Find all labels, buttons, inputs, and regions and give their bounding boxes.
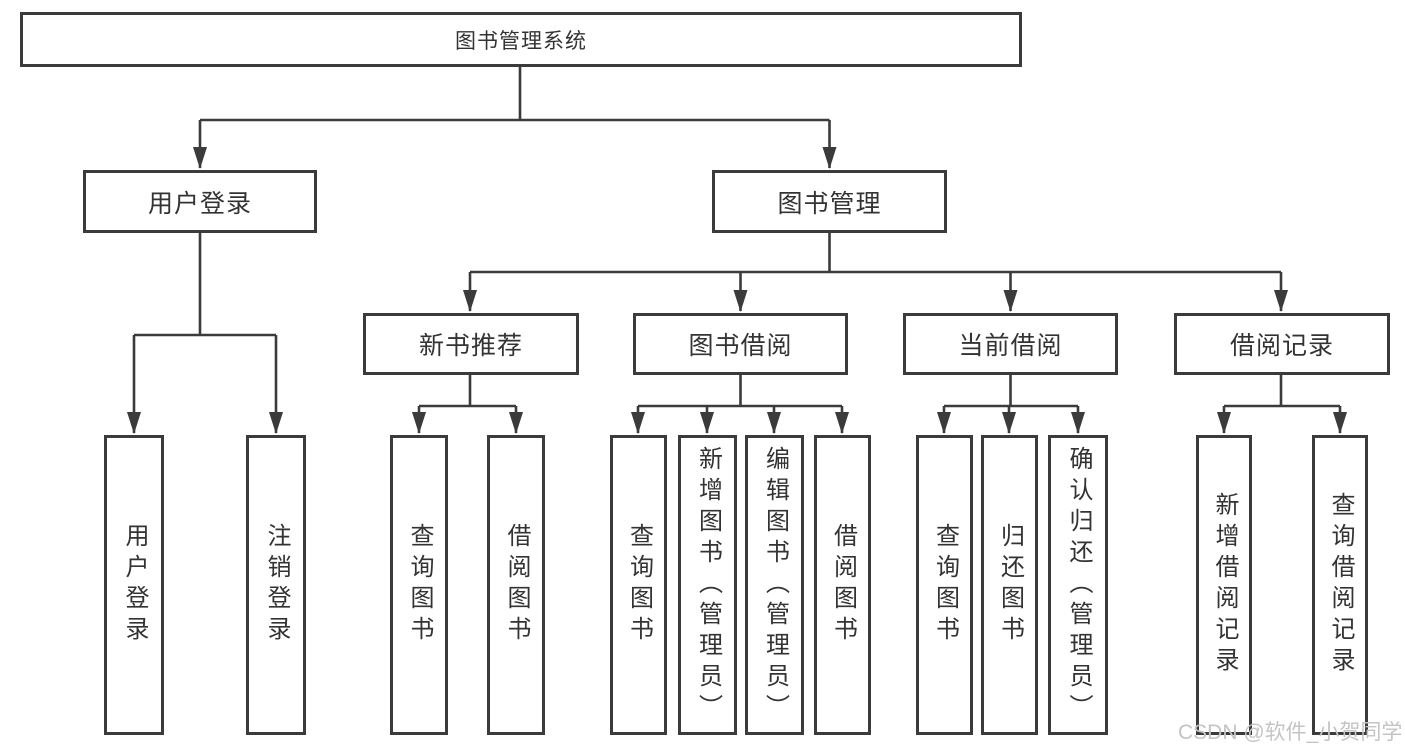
leaf-edit-book-admin: 编辑图书（管理员） — [745, 435, 804, 735]
leaf-return-books: 归还图书 — [981, 435, 1038, 735]
node-current-borrowing: 当前借阅 — [903, 313, 1118, 375]
leaf-borrow-books-recommend: 借阅图书 — [487, 435, 545, 735]
leaf-query-books-recommend: 查询图书 — [390, 435, 448, 735]
leaf-query-borrow-record: 查询借阅记录 — [1312, 435, 1368, 735]
leaf-query-books-current: 查询图书 — [916, 435, 973, 735]
leaf-confirm-return-admin: 确认归还（管理员） — [1048, 435, 1108, 735]
leaf-logout: 注销登录 — [246, 435, 306, 735]
node-new-book-recommendation: 新书推荐 — [363, 313, 579, 375]
node-book-borrowing: 图书借阅 — [633, 313, 848, 375]
node-user-login: 用户登录 — [83, 170, 317, 233]
leaf-borrow-books: 借阅图书 — [814, 435, 871, 735]
leaf-query-books-borrow: 查询图书 — [610, 435, 667, 735]
leaf-add-book-admin: 新增图书（管理员） — [678, 435, 737, 735]
leaf-add-borrow-record: 新增借阅记录 — [1196, 435, 1252, 735]
node-library-management-system: 图书管理系统 — [20, 12, 1022, 67]
node-book-management: 图书管理 — [712, 170, 947, 233]
leaf-user-login: 用户登录 — [104, 435, 164, 735]
watermark: CSDN @软件_小贺同学 — [1178, 721, 1403, 744]
node-borrowing-records: 借阅记录 — [1174, 313, 1390, 375]
